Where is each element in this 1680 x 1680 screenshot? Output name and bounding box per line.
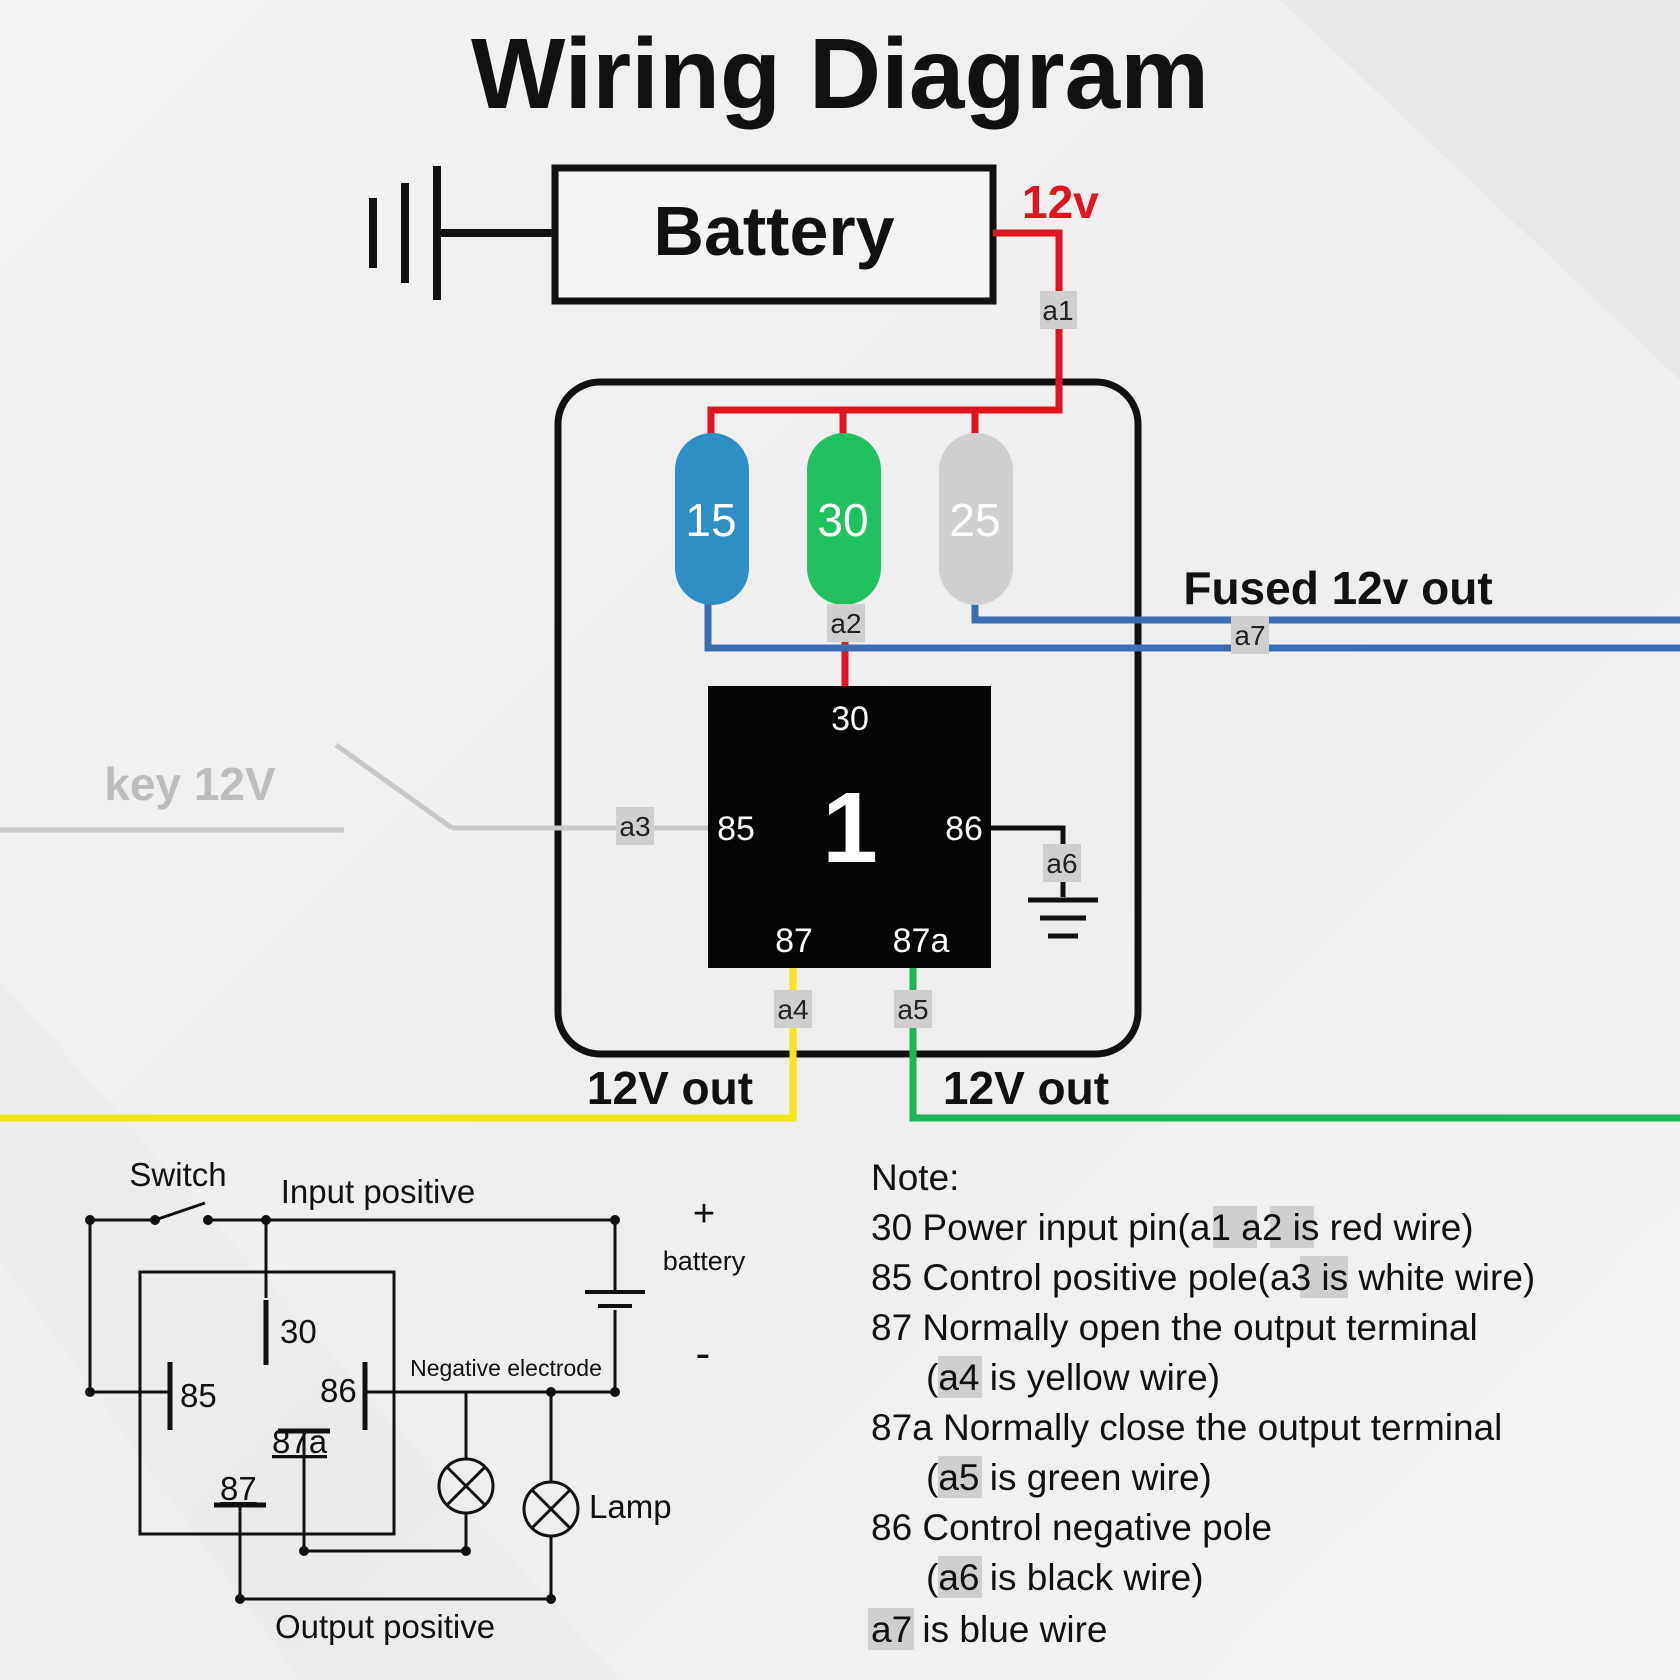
- relay-pin-86: 86: [945, 810, 983, 848]
- wire-tag-a1: a1: [1040, 291, 1077, 329]
- wire-tag-a7: a7: [1231, 616, 1269, 654]
- battery-label: Battery: [653, 192, 894, 270]
- schematic-plus-sign: +: [693, 1193, 715, 1235]
- note-tag-bg: [1300, 1256, 1348, 1298]
- schematic-output-positive-label: Output positive: [275, 1608, 495, 1645]
- schematic-pin-85: 85: [180, 1377, 217, 1414]
- battery-ground-symbol: [369, 166, 555, 300]
- note-line-6: (a5 is green wire): [926, 1457, 1212, 1498]
- background-stripe: [1280, 0, 1680, 380]
- fuse-25: 25: [939, 433, 1013, 605]
- note-tag-bg: [938, 1556, 982, 1598]
- wire-tag-a5: a5: [894, 990, 932, 1028]
- notes-heading: Note:: [871, 1157, 959, 1198]
- relay-pin-85: 85: [717, 810, 755, 848]
- schematic-switch-label: Switch: [129, 1156, 226, 1193]
- note-line-8: (a6 is black wire): [926, 1557, 1204, 1598]
- fuse-25-label: 25: [949, 494, 1000, 546]
- key-switch-wire: [0, 742, 710, 833]
- fuse-15-label: 15: [685, 494, 736, 546]
- svg-text:a2: a2: [830, 608, 861, 639]
- schematic-minus-sign: -: [696, 1329, 711, 1378]
- note-line-9: a7 is blue wire: [871, 1609, 1108, 1650]
- note-tag-bg: [938, 1456, 982, 1498]
- schematic-pin-86: 86: [320, 1372, 357, 1409]
- fuse-30-label: 30: [817, 494, 868, 546]
- schematic-battery-label: battery: [663, 1246, 746, 1276]
- relay-number: 1: [822, 772, 878, 884]
- schematic-pin-30: 30: [280, 1313, 317, 1350]
- note-tag-bg: [868, 1608, 914, 1650]
- note-line-4: (a4 is yellow wire): [926, 1357, 1220, 1398]
- note-tag-bg: [1213, 1206, 1257, 1248]
- green-12v-out-label: 12V out: [943, 1062, 1109, 1114]
- wire-tag-a6: a6: [1043, 844, 1081, 882]
- fuse-30: 30: [807, 433, 881, 605]
- svg-text:a6: a6: [1046, 848, 1077, 879]
- relay-schematic: [88, 1201, 645, 1601]
- relay-pin-30: 30: [831, 700, 869, 738]
- schematic-pin-87a: 87a: [272, 1423, 328, 1460]
- note-tag-bg: [938, 1356, 982, 1398]
- schematic-input-positive-label: Input positive: [281, 1173, 475, 1210]
- relay-box-enclosure: [554, 378, 1142, 1058]
- schematic-lamp-label: Lamp: [589, 1488, 672, 1525]
- relay-pin-87a: 87a: [893, 922, 950, 960]
- relay-pin-87: 87: [775, 922, 813, 960]
- svg-text:a1: a1: [1042, 295, 1073, 326]
- schematic-pin-87: 87: [220, 1470, 257, 1507]
- note-line-5: 87a Normally close the output terminal: [871, 1407, 1502, 1448]
- notes: Note: 30 Power input pin(a1 a2 is red wi…: [868, 1157, 1535, 1650]
- note-tag-bg: [1270, 1206, 1314, 1248]
- schematic-negative-electrode-label: Negative electrode: [410, 1355, 602, 1381]
- background-stripe-2: [0, 980, 620, 1680]
- svg-text:a5: a5: [897, 994, 928, 1025]
- fused-12v-out-label: Fused 12v out: [1183, 562, 1492, 614]
- wire-tag-a3: a3: [616, 807, 654, 845]
- svg-text:a3: a3: [619, 811, 650, 842]
- note-line-3: 87 Normally open the output terminal: [871, 1307, 1478, 1348]
- wire-tag-a2: a2: [827, 604, 865, 642]
- key-12v-label: key 12V: [104, 758, 276, 810]
- voltage-label: 12v: [1022, 176, 1099, 228]
- wire-tag-a4: a4: [774, 990, 812, 1028]
- note-line-7: 86 Control negative pole: [871, 1507, 1272, 1548]
- fuse-15: 15: [675, 433, 749, 605]
- svg-text:a4: a4: [777, 994, 808, 1025]
- blue-fused-output-wire: [704, 600, 1680, 652]
- note-line-2: 85 Control positive pole(a3 is white wir…: [871, 1257, 1535, 1298]
- note-line-1: 30 Power input pin(a1 a2 is red wire): [871, 1207, 1474, 1248]
- schematic-junctions: [85, 1215, 620, 1604]
- relay-block: [708, 686, 991, 968]
- yellow-12v-out-label: 12V out: [587, 1062, 753, 1114]
- svg-text:a7: a7: [1234, 620, 1265, 651]
- page-title: Wiring Diagram: [471, 18, 1209, 130]
